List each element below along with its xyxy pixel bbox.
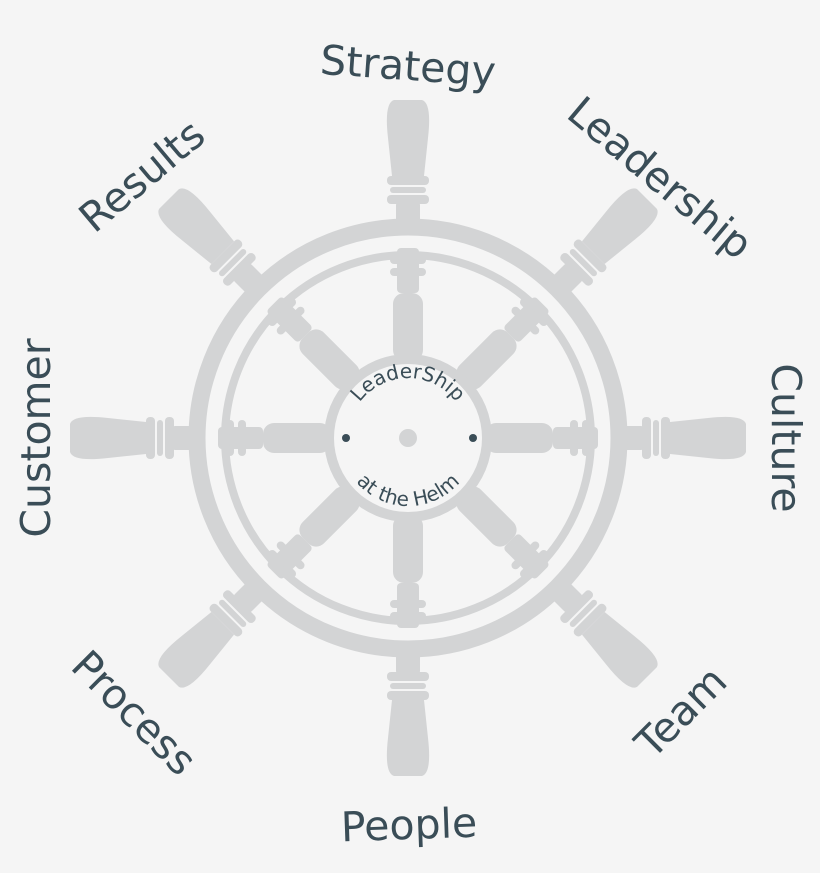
hub-dot-right [469,434,477,442]
hub-center [399,429,417,447]
outer-rim [188,218,628,658]
inner-rim [221,251,595,625]
hub-dot-left [342,434,350,442]
label-people: People [340,799,478,852]
ship-wheel [70,100,746,776]
label-customer: Customer [12,338,60,537]
label-culture: Culture [762,363,810,512]
